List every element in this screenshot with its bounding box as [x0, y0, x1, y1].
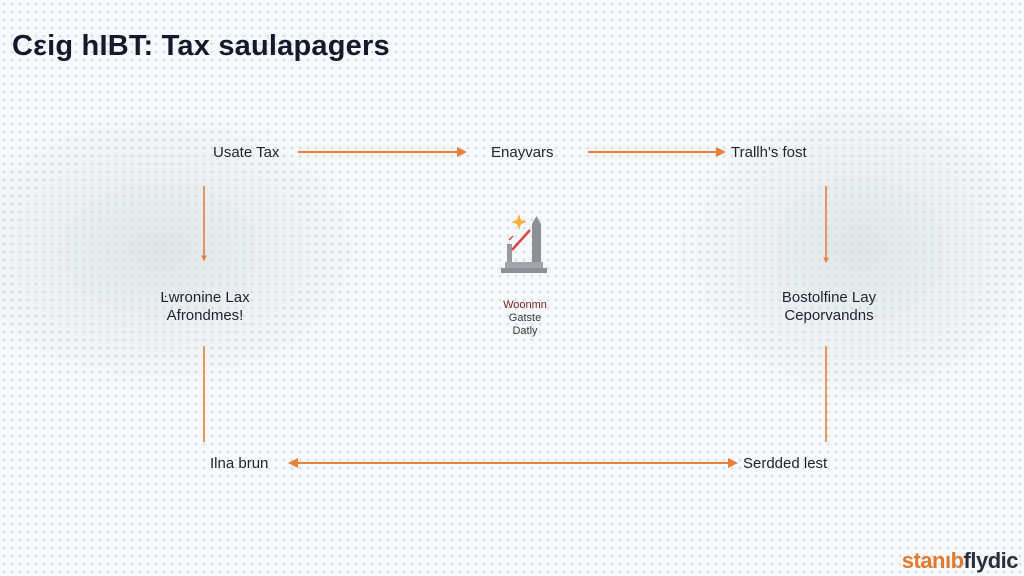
node-bostolfine-lay-line2: Ceporvandns [784, 307, 874, 324]
node-usate-tax: Usate Tax [213, 144, 280, 161]
node-serdded-lest: Serdded lest [743, 455, 828, 472]
center-caption: Woonmn Gatste Datly [470, 299, 580, 338]
center-caption-line3: Datly [512, 325, 538, 337]
brand-watermark-part1: stanıb [901, 548, 964, 573]
node-tralls-fost: Trallh's fost [731, 144, 807, 161]
node-ilna-brun: Ilna brun [210, 455, 269, 472]
page-title: Cεig hIBT: Tax saulapagers [12, 30, 390, 62]
node-bostolfine-lay-line1: Bostolfine Lay [781, 289, 877, 306]
brand-watermark-part2: flydic [963, 548, 1019, 573]
node-lwronine-lax-line2: Afrondmes! [166, 307, 244, 324]
node-lwronine-lax-line1: Ŀwronine Lax [160, 289, 250, 306]
center-caption-line2: Gatste [508, 312, 542, 324]
node-lwronine-lax: Ŀwronine Lax Afrondmes! [130, 289, 280, 325]
brand-watermark: stanıbflydic [901, 548, 1019, 574]
node-enayvars: Enayvars [491, 144, 554, 161]
monument-tower-icon [497, 210, 553, 281]
node-bostolfine-lay: Bostolfine Lay Ceporvandns [754, 289, 904, 325]
center-caption-line1: Woonmn [503, 299, 547, 311]
